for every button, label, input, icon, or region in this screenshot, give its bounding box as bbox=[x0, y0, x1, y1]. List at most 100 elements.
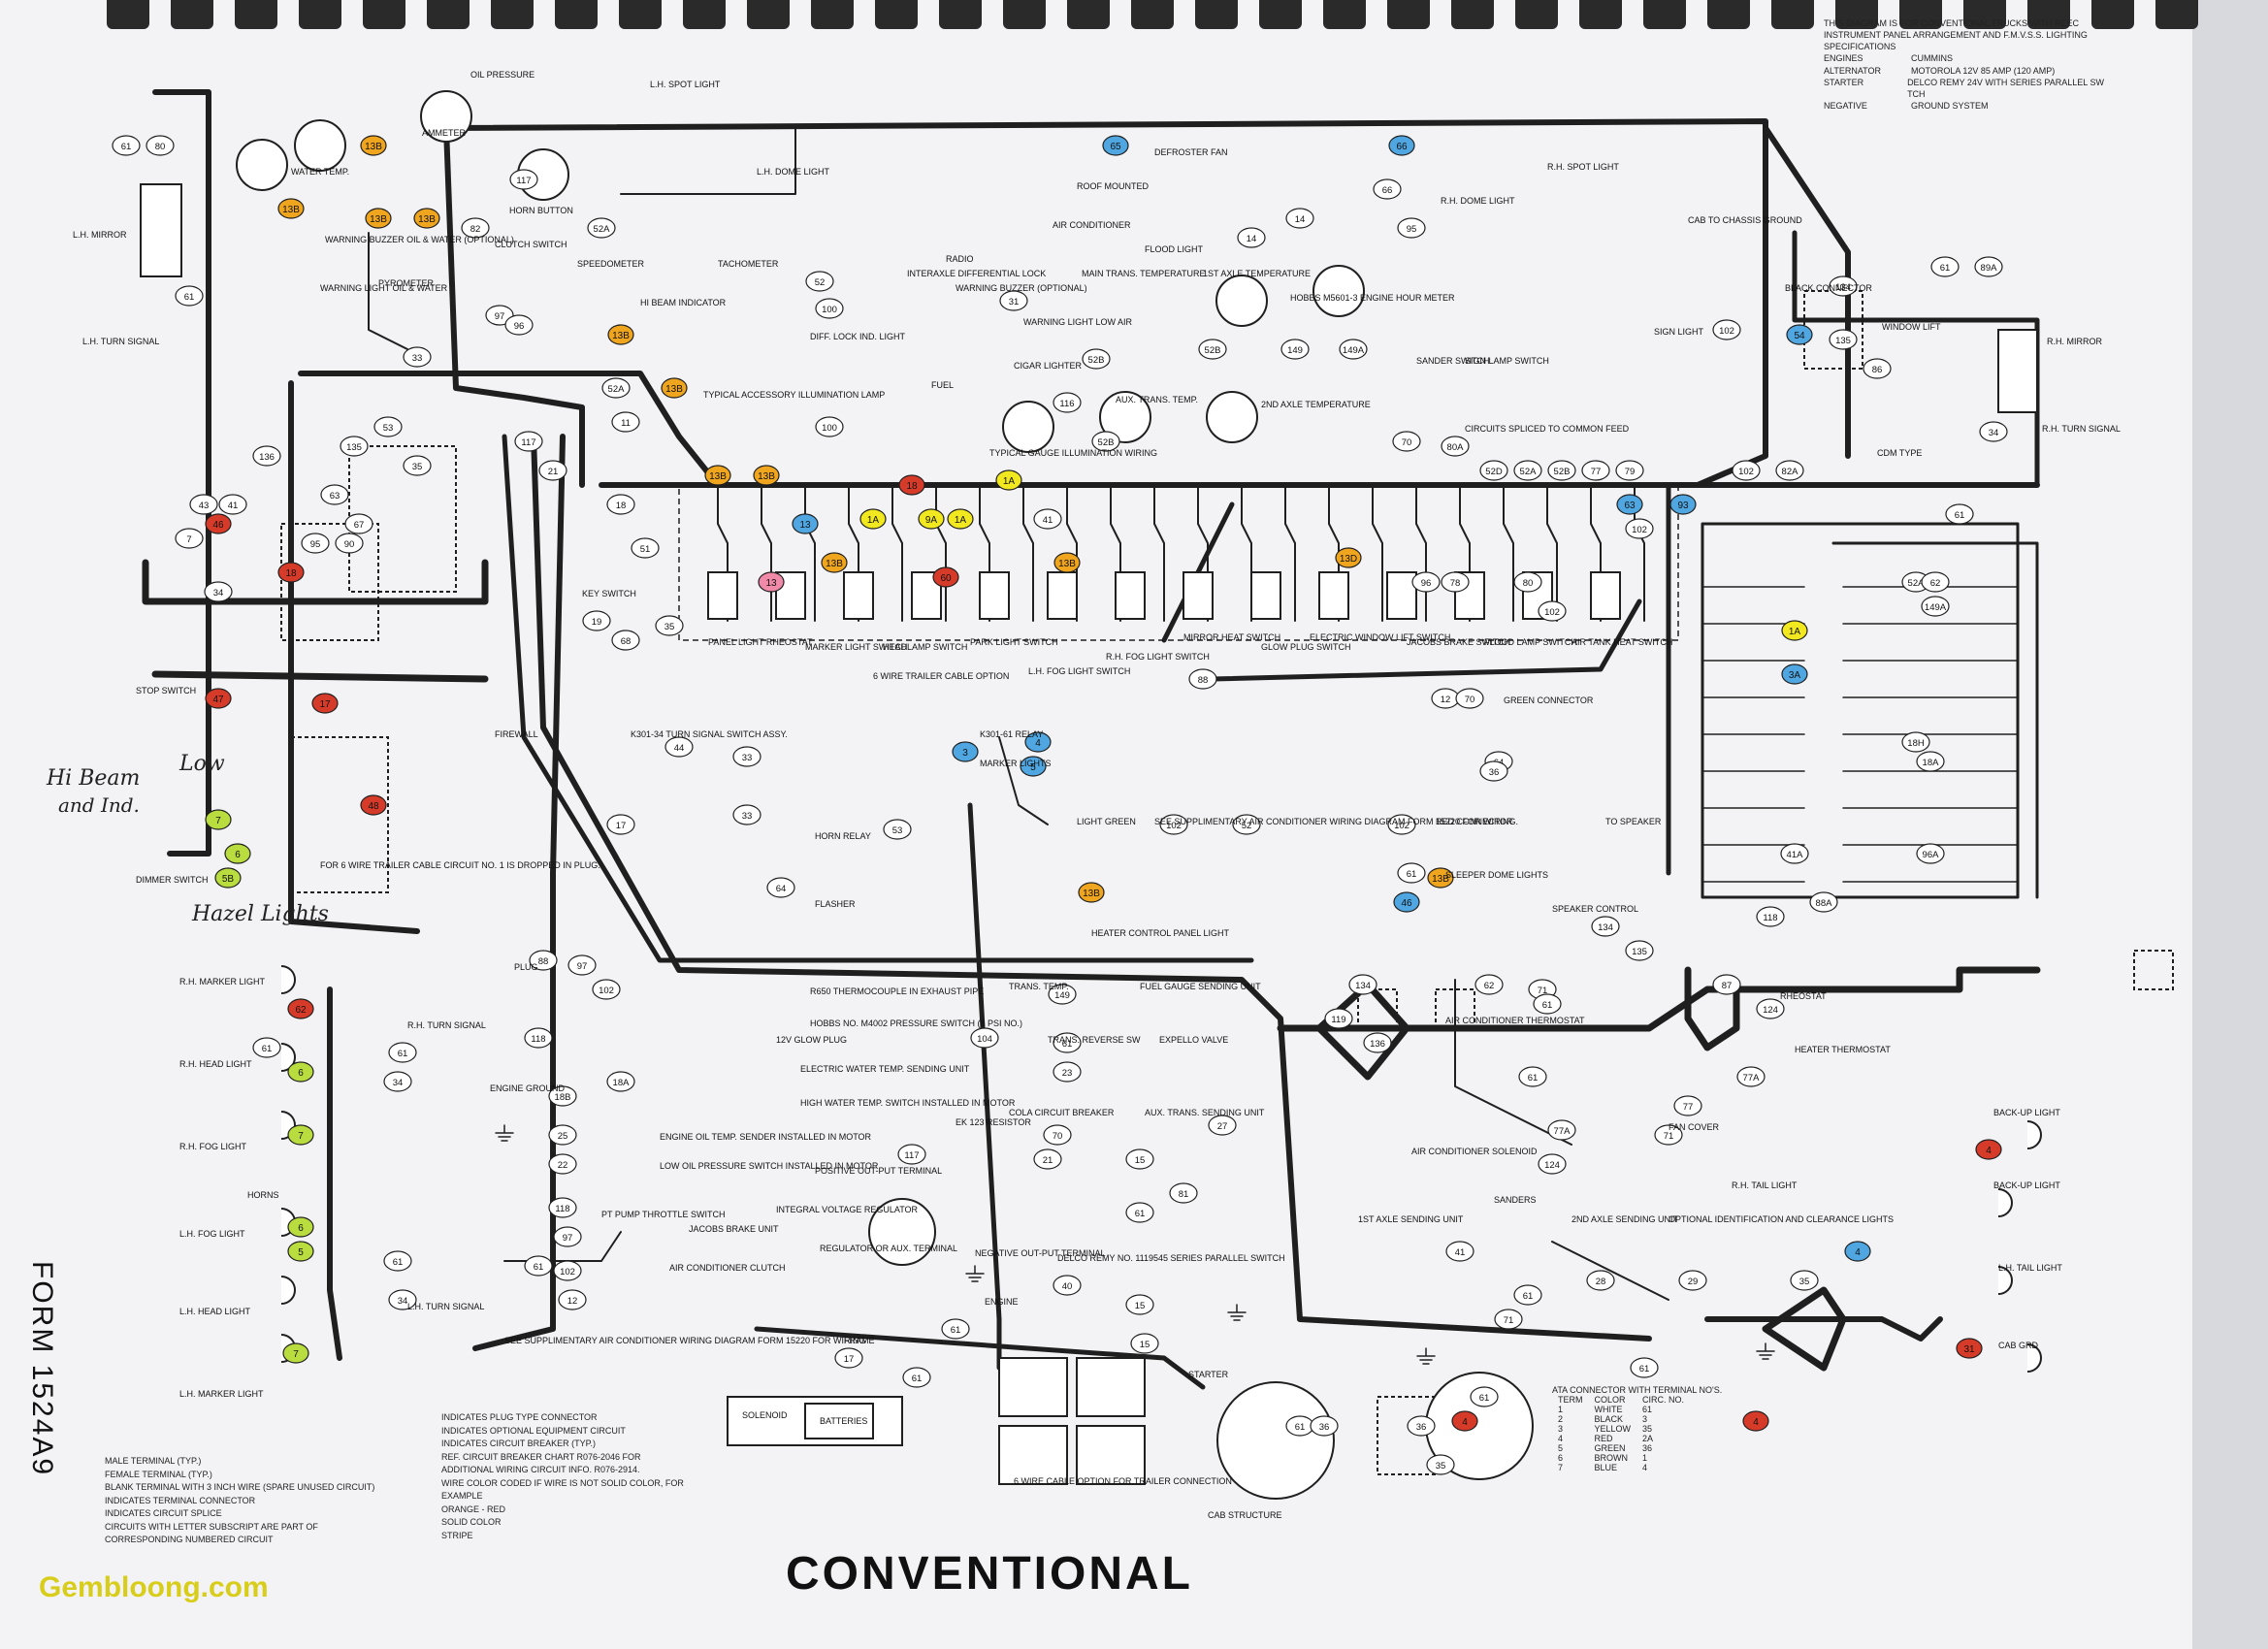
component-label: R650 THERMOCOUPLE IN EXHAUST PIPE bbox=[810, 986, 984, 996]
component-label: CAB TO CHASSIS GROUND bbox=[1688, 215, 1802, 225]
panel-switch-wire bbox=[1022, 484, 1034, 622]
circuit-number: 12 bbox=[567, 1296, 578, 1307]
circuit-number-marker bbox=[1756, 906, 1785, 927]
component-label: MARKER LIGHTS bbox=[980, 759, 1052, 768]
component-label: HORN RELAY bbox=[815, 831, 871, 841]
circuit-number-marker bbox=[1053, 1032, 1082, 1053]
lamp bbox=[2026, 1343, 2042, 1373]
circuit-number: 12 bbox=[1441, 695, 1451, 705]
circuit-number-marker bbox=[1280, 339, 1310, 360]
circuit-number: 3 bbox=[962, 748, 968, 759]
circuit-number-marker bbox=[1678, 1270, 1707, 1291]
circuit-number-marker bbox=[1780, 843, 1809, 864]
circuit-number-marker bbox=[1445, 1241, 1474, 1262]
circuit-number-marker bbox=[287, 1124, 314, 1146]
circuit-number: 15 bbox=[1135, 1301, 1146, 1311]
circuit-number-marker bbox=[1732, 460, 1761, 481]
component-label: SANDER SWITCH bbox=[1416, 356, 1490, 366]
component-label: L.H. TAIL LIGHT bbox=[1998, 1263, 2062, 1273]
binding-ring bbox=[1771, 0, 1814, 29]
component-label: 1ST AXLE TEMPERATURE bbox=[1203, 269, 1311, 278]
component-label: L.H. FOG LIGHT bbox=[179, 1229, 245, 1239]
component-label: HORNS bbox=[247, 1190, 279, 1200]
circuit-number: 61 bbox=[1639, 1364, 1650, 1374]
circuit-number: 52A bbox=[594, 224, 611, 235]
circuit-number: 61 bbox=[1479, 1393, 1490, 1404]
circuit-number-marker bbox=[821, 552, 848, 573]
component-label: BACK-UP LIGHT bbox=[1993, 1180, 2060, 1190]
gauge bbox=[1206, 391, 1258, 443]
circuit-number: 14 bbox=[1247, 234, 1257, 244]
circuit-number-marker bbox=[509, 169, 538, 190]
circuit-number: 52 bbox=[815, 277, 826, 288]
circuit-number: 44 bbox=[674, 743, 685, 754]
circuit-number-marker bbox=[1411, 571, 1441, 593]
circuit-number: 6 bbox=[235, 850, 241, 860]
circuit-number-marker bbox=[1232, 814, 1261, 835]
circuit-number: 1A bbox=[1789, 627, 1801, 637]
connector-block bbox=[1803, 290, 1863, 370]
circuit-number: 22 bbox=[558, 1160, 568, 1171]
circuit-number-marker bbox=[287, 1241, 314, 1262]
circuit-number-marker bbox=[655, 615, 684, 636]
harness-loop-upper bbox=[142, 559, 489, 605]
circuit-number-marker bbox=[1125, 1148, 1154, 1170]
circuit-number: 52 bbox=[1242, 821, 1252, 831]
circuit-number: 136 bbox=[259, 452, 275, 463]
component-label: CAB GRD bbox=[1998, 1341, 2039, 1350]
harness-main-down-2 bbox=[502, 434, 1254, 963]
circuit-number-marker bbox=[1630, 1357, 1659, 1378]
component-label: STARTER bbox=[1188, 1370, 1229, 1379]
circuit-number-marker bbox=[834, 1347, 863, 1369]
component-label: R.H. DOME LIGHT bbox=[1441, 196, 1515, 206]
circuit-number-marker bbox=[1921, 571, 1950, 593]
circuit-number-marker bbox=[631, 537, 660, 559]
circuit-number-marker bbox=[1615, 460, 1644, 481]
component-label: PANEL LIGHT RHEOSTAT bbox=[708, 637, 813, 647]
circuit-number-marker bbox=[611, 630, 640, 651]
harness-main-down bbox=[531, 434, 1652, 1342]
ata-cell: GREEN bbox=[1594, 1443, 1626, 1453]
legend-item: ORANGE - RED bbox=[441, 1504, 506, 1514]
circuit-number: 77 bbox=[1683, 1102, 1694, 1113]
circuit-number: 100 bbox=[822, 305, 837, 315]
circuit-number: 19 bbox=[592, 617, 602, 628]
circuit-number: 28 bbox=[1596, 1277, 1606, 1287]
circuit-number: 21 bbox=[548, 467, 559, 477]
component-label: EK 123 RESISTOR bbox=[956, 1117, 1031, 1127]
circuit-number-marker bbox=[1455, 688, 1484, 709]
ata-cell: 7 bbox=[1558, 1463, 1564, 1472]
component-label: 2ND AXLE TEMPERATURE bbox=[1261, 400, 1371, 409]
circuit-number: 80 bbox=[155, 142, 166, 152]
ata-cell: 3 bbox=[1558, 1424, 1564, 1434]
ata-cell: 36 bbox=[1642, 1443, 1653, 1453]
circuit-number: 100 bbox=[822, 423, 837, 434]
component-label: SIGN LIGHT bbox=[1654, 327, 1704, 337]
circuit-number-marker bbox=[1048, 984, 1077, 1005]
component-label: CDM TYPE bbox=[1877, 448, 1922, 458]
circuit-number: 124 bbox=[1544, 1160, 1560, 1171]
legend-left-list: MALE TERMINAL (TYP.)FEMALE TERMINAL (TYP… bbox=[105, 1455, 396, 1547]
circuit-number: 124 bbox=[1763, 1005, 1778, 1016]
circuit-number: 13B bbox=[612, 331, 630, 341]
wire-tach bbox=[620, 127, 796, 195]
circuit-number: 135 bbox=[1632, 947, 1647, 957]
circuit-number: 97 bbox=[563, 1233, 573, 1244]
circuit-number: 89A bbox=[1981, 263, 1998, 274]
circuit-number-marker bbox=[146, 135, 175, 156]
circuit-number: 41A bbox=[1787, 850, 1804, 860]
circuit-number-marker bbox=[601, 377, 631, 399]
binding-ring bbox=[875, 0, 918, 29]
harness-cross bbox=[298, 371, 721, 488]
circuit-number-marker bbox=[175, 285, 204, 307]
ata-cell: YELLOW bbox=[1594, 1424, 1632, 1434]
circuit-number-marker bbox=[1616, 494, 1643, 515]
circuit-number-marker bbox=[252, 445, 281, 467]
circuit-number-marker bbox=[175, 528, 204, 549]
circuit-number-marker bbox=[1198, 339, 1227, 360]
component-label: R.H. TURN SIGNAL bbox=[407, 1020, 486, 1030]
